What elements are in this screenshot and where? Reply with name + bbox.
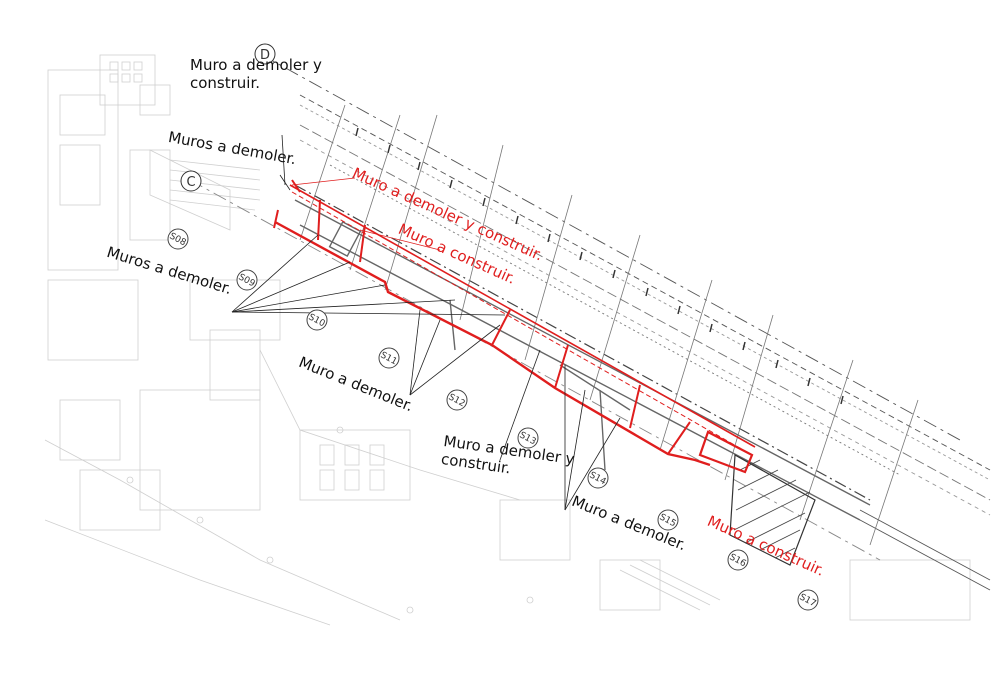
station-s08: S08 xyxy=(167,228,189,250)
station-s15: S15 xyxy=(657,509,679,531)
column-lines xyxy=(299,104,919,546)
station-s09: S09 xyxy=(236,269,258,291)
red-walls xyxy=(273,177,756,474)
station-s10: S10 xyxy=(306,309,328,331)
background-linework xyxy=(44,54,971,626)
hatched-area xyxy=(729,454,816,566)
grid-label-c: C xyxy=(186,175,195,190)
station-s16: S16 xyxy=(727,549,749,571)
leader-lines xyxy=(231,134,621,511)
grid-bubble-d: D xyxy=(254,43,276,65)
tick-marks xyxy=(355,127,844,405)
label-top-left-demolish-build: Muro a demoler y construir. xyxy=(190,56,322,92)
label-line-2: construir. xyxy=(190,74,261,92)
station-s13: S13 xyxy=(517,427,539,449)
station-s12: S12 xyxy=(446,389,468,411)
label-line-1: Muro a demoler y xyxy=(190,56,322,74)
station-s17: S17 xyxy=(797,589,819,611)
station-s11: S11 xyxy=(378,347,400,369)
station-s14: S14 xyxy=(587,467,609,489)
grid-axis-lines xyxy=(189,54,991,591)
existing-walls xyxy=(294,199,871,521)
station-bubbles: S08 S09 S10 S11 S12 S13 S14 S15 S16 S17 xyxy=(167,228,819,611)
grid-label-d: D xyxy=(260,48,270,63)
grid-bubble-c: C xyxy=(180,170,202,192)
